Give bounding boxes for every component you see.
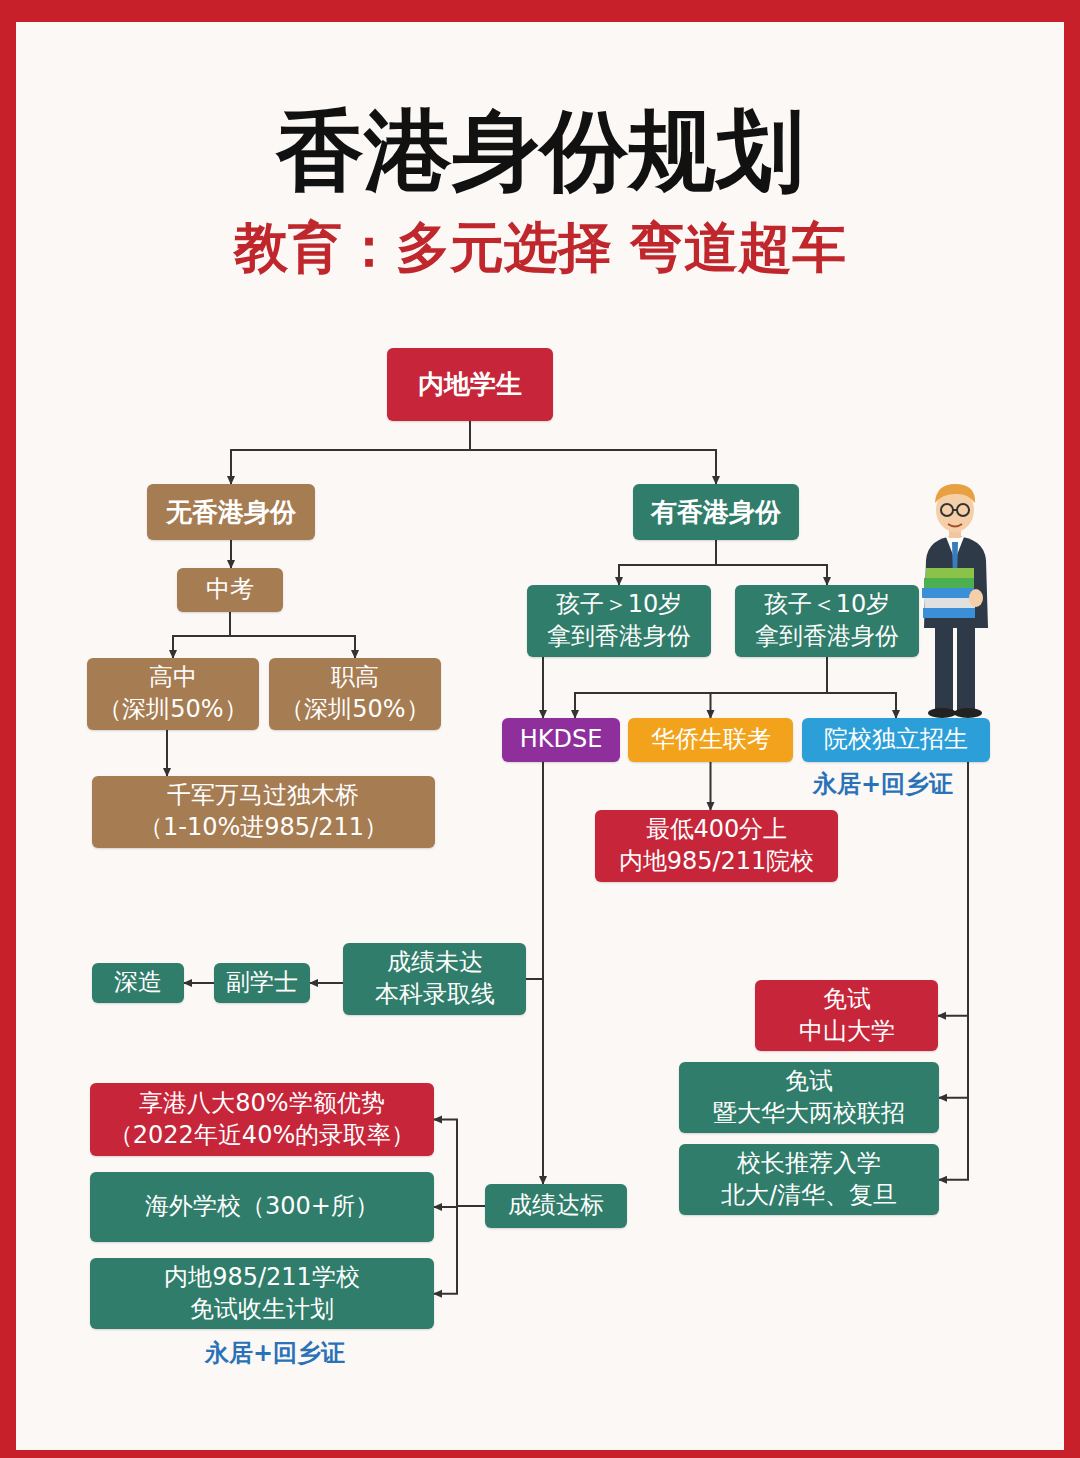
connector-arrow xyxy=(716,540,827,585)
outcome-box: 享港八大80%学额优势 （2022年近40%的录取率） xyxy=(90,1083,434,1156)
box-text: 成绩达标 xyxy=(508,1190,604,1222)
box-text: 成绩未达 本科录取线 xyxy=(375,947,495,1010)
box-text: 免试 暨大华大两校联招 xyxy=(713,1066,905,1129)
box-text: 内地985/211学校 免试收生计划 xyxy=(164,1262,360,1325)
box-text: 享港八大80%学额优势 （2022年近40%的录取率） xyxy=(109,1088,415,1151)
box-text: 海外学校（300+所） xyxy=(145,1191,379,1223)
connector-arrow xyxy=(827,657,896,718)
outcome-box: 内地985/211学校 免试收生计划 xyxy=(90,1258,434,1329)
age-box: 孩子＞10岁 拿到香港身份 xyxy=(527,585,711,657)
path-box: 副学士 xyxy=(214,963,310,1003)
root-box: 内地学生 xyxy=(387,348,553,421)
note-label: 永居+回乡证 xyxy=(205,1337,345,1369)
box-text: 最低400分上 内地985/211院校 xyxy=(619,814,815,877)
box-text: 孩子＞10岁 拿到香港身份 xyxy=(547,589,691,652)
box-text: 无香港身份 xyxy=(166,495,296,529)
connector-arrow xyxy=(230,612,355,658)
school-box: 高中 （深圳50%） xyxy=(87,658,259,730)
connector-arrow xyxy=(166,730,168,776)
category-box: 有香港身份 xyxy=(633,484,799,540)
box-text: 职高 （深圳50%） xyxy=(280,662,429,725)
outcome-box: 校长推荐入学 北大/清华、复旦 xyxy=(679,1144,939,1215)
box-text: 中考 xyxy=(206,574,254,606)
connector-arrow xyxy=(231,421,470,484)
connector-arrow xyxy=(619,540,716,585)
exam-box: 华侨生联考 xyxy=(628,718,793,762)
connector-arrow xyxy=(542,762,544,1184)
connector-arrow xyxy=(434,1120,485,1207)
path-box: 深造 xyxy=(92,963,184,1003)
connector-arrow xyxy=(230,540,232,568)
connector-arrow xyxy=(938,762,968,1016)
connector-arrow xyxy=(173,612,230,658)
outcome-box: 千军万马过独木桥 （1-10%进985/211） xyxy=(92,776,435,848)
connector-arrow xyxy=(575,657,827,718)
connector-arrow xyxy=(939,762,968,1098)
connector-arrow xyxy=(470,421,716,484)
school-box: 职高 （深圳50%） xyxy=(269,658,441,730)
connector-arrow xyxy=(711,657,828,718)
box-text: 校长推荐入学 北大/清华、复旦 xyxy=(721,1148,897,1211)
result-box: 成绩未达 本科录取线 xyxy=(343,943,526,1015)
category-box: 无香港身份 xyxy=(147,484,315,540)
box-text: 免试 中山大学 xyxy=(799,984,895,1047)
exam-box: HKDSE xyxy=(502,718,620,762)
connector-arrow xyxy=(184,982,214,984)
connector-arrow xyxy=(434,1206,485,1294)
note-label: 永居+回乡证 xyxy=(813,768,953,800)
step-box: 中考 xyxy=(177,568,283,612)
box-text: 内地学生 xyxy=(418,367,522,401)
outcome-box: 免试 中山大学 xyxy=(755,980,938,1051)
age-box: 孩子＜10岁 拿到香港身份 xyxy=(735,585,919,657)
connector-arrow xyxy=(542,657,544,718)
connector-arrow xyxy=(526,762,543,979)
outcome-box: 最低400分上 内地985/211院校 xyxy=(595,810,838,882)
box-text: 孩子＜10岁 拿到香港身份 xyxy=(755,589,899,652)
teacher-figure xyxy=(922,484,988,718)
box-text: HKDSE xyxy=(520,724,603,756)
result-box: 成绩达标 xyxy=(485,1184,627,1228)
box-text: 院校独立招生 xyxy=(824,724,968,756)
connector-arrow xyxy=(710,762,712,810)
box-text: 千军万马过独木桥 （1-10%进985/211） xyxy=(139,780,388,843)
box-text: 华侨生联考 xyxy=(651,724,771,756)
box-text: 深造 xyxy=(114,967,162,999)
subtitle: 教育：多元选择 弯道超车 xyxy=(0,212,1080,285)
outcome-box: 免试 暨大华大两校联招 xyxy=(679,1062,939,1133)
connector-arrow xyxy=(939,762,968,1180)
outcome-box: 海外学校（300+所） xyxy=(90,1172,434,1242)
box-text: 高中 （深圳50%） xyxy=(98,662,247,725)
connector-arrow xyxy=(310,982,343,984)
box-text: 副学士 xyxy=(226,967,298,999)
exam-box: 院校独立招生 xyxy=(802,718,990,762)
box-text: 有香港身份 xyxy=(651,495,781,529)
page-title: 香港身份规划 xyxy=(0,92,1080,211)
